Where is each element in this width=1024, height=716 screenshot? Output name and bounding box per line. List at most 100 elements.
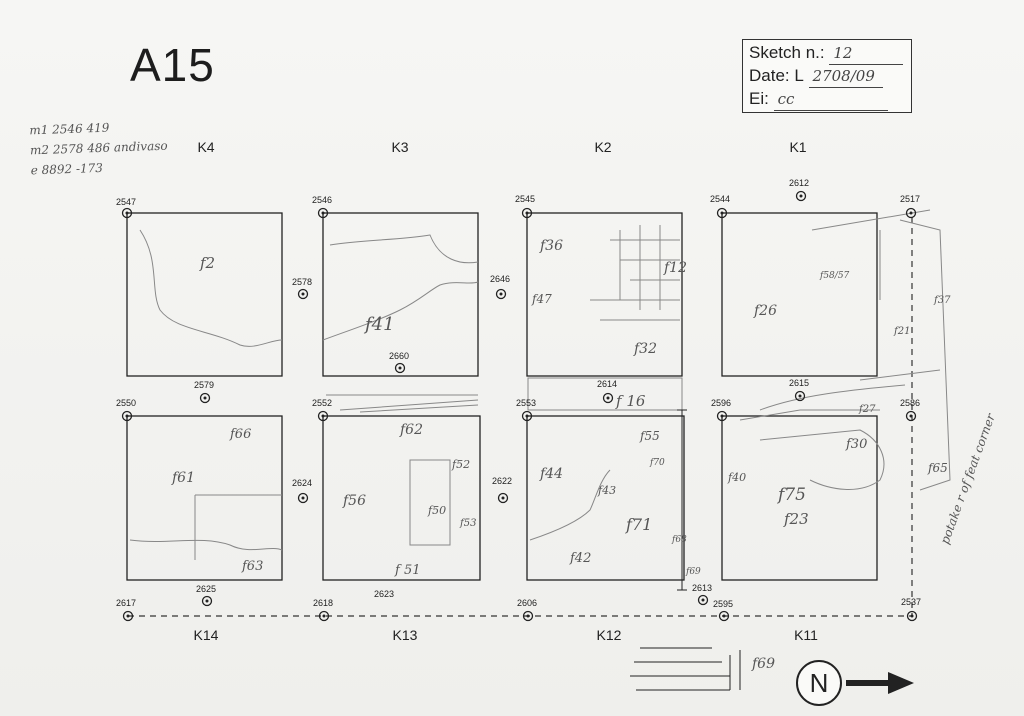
sketch-line-k12 xyxy=(529,469,611,541)
survey-point: 2624 xyxy=(292,478,312,504)
feature-label: f65 xyxy=(927,461,948,475)
point-label: 2624 xyxy=(292,478,312,488)
point-label: 2550 xyxy=(116,398,136,408)
north-arrowhead-icon xyxy=(888,672,914,694)
square-k1 xyxy=(721,212,878,377)
survey-point: 2625 xyxy=(196,584,216,607)
sketch-info-box: Sketch n.: 12 Date: L 2708/09 Ei: cc xyxy=(742,39,912,113)
point-label: 2622 xyxy=(492,476,512,486)
point-label: 2614 xyxy=(597,379,617,389)
feature-label: f53 xyxy=(459,518,476,529)
feature-label: f70 xyxy=(649,458,665,468)
point-label: 2615 xyxy=(789,378,809,388)
survey-point: 2586 xyxy=(900,398,920,422)
sketch-line-k11 xyxy=(739,409,885,490)
survey-point: 2550 xyxy=(116,398,136,422)
feature-label: f32 xyxy=(633,341,657,357)
sheet-title: A15 xyxy=(130,39,215,91)
point-label: 2625 xyxy=(196,584,216,594)
feature-label: f66 xyxy=(229,427,251,442)
survey-point: 2547 xyxy=(116,197,136,219)
measure-line-k12 xyxy=(677,409,687,591)
square-k13 xyxy=(322,415,481,581)
ei-value: cc xyxy=(773,88,888,111)
ei-row: Ei: cc xyxy=(749,88,911,111)
side-note: potake r of feat corner xyxy=(938,411,999,546)
survey-point: 2623 xyxy=(374,589,394,599)
feature-label: f69 xyxy=(751,656,775,672)
feature-label: f71 xyxy=(625,515,652,534)
survey-points: 2547 2546 2545 2544 2612 2517 2578 2646 … xyxy=(116,178,921,622)
grid-label-k12: K12 xyxy=(596,627,622,643)
survey-point: 2612 xyxy=(789,178,809,202)
grid-squares xyxy=(126,212,878,581)
point-label: 2545 xyxy=(515,194,535,204)
point-label: 2646 xyxy=(490,274,510,284)
survey-point: 2614 xyxy=(597,379,617,404)
survey-point: 2596 xyxy=(711,398,731,422)
sketch-line-k3b xyxy=(329,234,479,264)
survey-point: 2579 xyxy=(194,380,214,404)
survey-point: 2615 xyxy=(789,378,809,402)
grid-label-k1: K1 xyxy=(789,139,807,155)
grid-label-k3: K3 xyxy=(391,139,409,155)
sketch-line-k4 xyxy=(139,229,283,347)
feature-label: f12 xyxy=(663,260,687,276)
feature-label: f42 xyxy=(569,551,591,566)
sketch-number-row: Sketch n.: 12 xyxy=(749,42,911,65)
feature-label: f2 xyxy=(199,254,215,272)
date-label: Date: L xyxy=(749,66,804,85)
feature-label: f40 xyxy=(727,471,746,484)
point-label: 2617 xyxy=(116,598,136,608)
point-label: 2579 xyxy=(194,380,214,390)
sketch-hatch-k2 xyxy=(590,239,680,321)
feature-label: f37 xyxy=(933,295,951,306)
sketch-line-k3 xyxy=(322,281,479,341)
point-label: 2660 xyxy=(389,351,409,361)
sketch-line-k14 xyxy=(129,539,283,551)
survey-point: 2552 xyxy=(312,398,332,422)
square-k2 xyxy=(526,212,683,377)
sketch-hatch-k13-top xyxy=(326,394,479,413)
survey-point: 2646 xyxy=(490,274,510,300)
feature-label: f41 xyxy=(363,314,395,335)
north-arrow-icon xyxy=(846,680,890,686)
survey-point: 2595 xyxy=(713,599,733,622)
survey-point: 2537 xyxy=(901,597,921,622)
sketch-number-value: 12 xyxy=(829,42,904,65)
feature-label: f 16 xyxy=(615,392,646,410)
survey-point: 2622 xyxy=(492,476,512,504)
grid-label-k2: K2 xyxy=(594,139,612,155)
point-label: 2578 xyxy=(292,277,312,287)
survey-point: 2618 xyxy=(313,598,333,622)
point-label: 2596 xyxy=(711,398,731,408)
trench-boundary-line xyxy=(128,212,913,617)
ei-label: Ei: xyxy=(749,89,769,108)
feature-label: f50 xyxy=(427,504,446,517)
sketch-line-k14b xyxy=(194,494,282,560)
feature-label: f63 xyxy=(241,559,263,574)
point-label: 2546 xyxy=(312,195,332,205)
sketch-line-k13 xyxy=(409,459,451,546)
feature-label: f56 xyxy=(342,493,366,509)
point-label: 2612 xyxy=(789,178,809,188)
sketch-line-k1-bottom xyxy=(759,384,906,411)
date-value: 2708/09 xyxy=(808,65,883,88)
survey-point: 2517 xyxy=(900,194,920,219)
feature-labels: f2 f41 f36 f47 f12 f32 f 16 f26 f58/57 f… xyxy=(171,238,951,672)
sketch-line-k1-wall xyxy=(811,209,951,491)
feature-label: f68 xyxy=(671,535,687,545)
point-label: 2547 xyxy=(116,197,136,207)
square-k14 xyxy=(126,415,283,581)
point-label: 2553 xyxy=(516,398,536,408)
feature-label: f69 xyxy=(685,567,701,577)
feature-label: f47 xyxy=(531,292,552,306)
feature-label: f 51 xyxy=(394,563,421,578)
survey-point: 2546 xyxy=(312,195,332,219)
feature-label: f26 xyxy=(753,303,777,319)
north-symbol: N xyxy=(796,660,842,706)
survey-point: 2613 xyxy=(692,583,712,606)
pencil-sketch-lines xyxy=(129,209,951,560)
